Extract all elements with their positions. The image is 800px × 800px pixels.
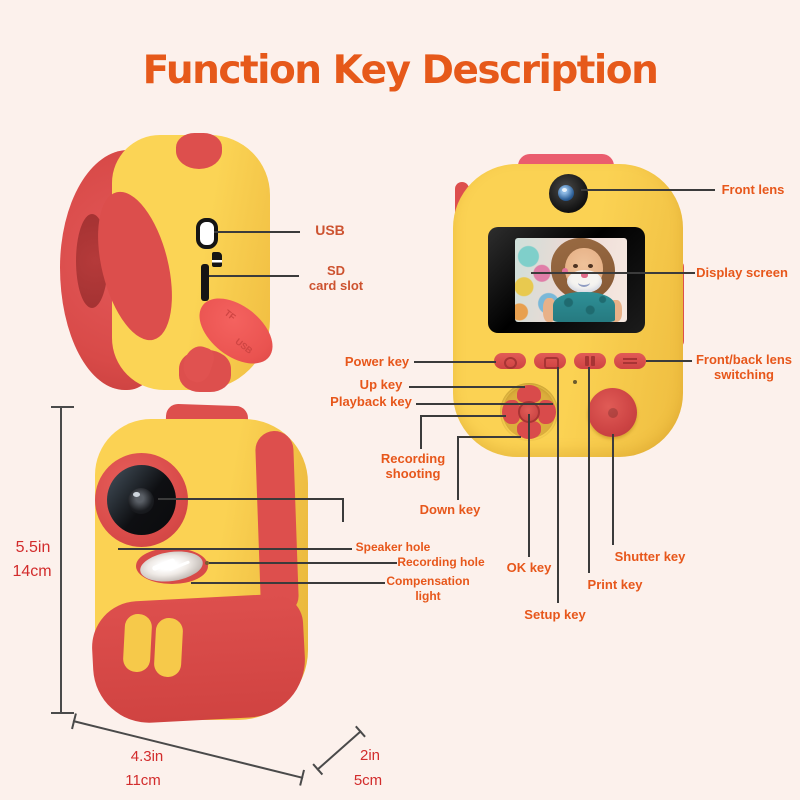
kid-eye-left — [573, 264, 578, 268]
width-label-cm: 11cm — [125, 772, 161, 789]
sd-leader-line — [209, 275, 299, 277]
compensation-light-line1: Compensation — [386, 574, 470, 588]
speaker-leader-line — [118, 548, 352, 550]
front-lens — [549, 174, 588, 213]
dpad-right-button — [538, 400, 556, 424]
power-icon — [504, 357, 517, 369]
kid-nose — [581, 272, 588, 278]
side-camera-top-patch — [176, 133, 222, 169]
main-lens-glint — [133, 492, 140, 497]
depth-label-cm: 5cm — [353, 772, 383, 789]
lens-switch-leader-line — [646, 360, 692, 362]
playback-key-label: Playback key — [330, 394, 412, 409]
recording-hole-label: Recording hole — [397, 555, 485, 569]
playback-leader-line — [416, 403, 553, 405]
shutter-button-dot — [608, 408, 618, 418]
usb-port — [196, 218, 218, 249]
recording-shooting-line1: Recording — [380, 451, 446, 466]
up-leader-line — [409, 386, 525, 388]
front-back-switch-line2: switching — [714, 367, 774, 382]
speaker-hole-label: Speaker hole — [355, 540, 431, 554]
display-leader-line — [531, 272, 695, 274]
display-screen-label: Display screen — [696, 265, 788, 280]
print-leader-line — [588, 367, 590, 573]
front-lens-iris — [558, 185, 574, 201]
kid-arm-left — [543, 298, 556, 322]
shutter-key-label: Shutter key — [614, 549, 686, 564]
front-lens-leader-line — [581, 189, 715, 191]
compensation-light-label: Compensation light — [386, 574, 469, 604]
height-label-cm: 14cm — [12, 563, 52, 580]
sd-label-line2: card slot — [308, 278, 364, 293]
width-label-inches: 4.3in — [130, 748, 164, 765]
mic-hole — [573, 380, 577, 384]
sd-card-slot — [201, 264, 209, 301]
display-screen — [515, 238, 627, 322]
playback-icon — [585, 356, 589, 366]
recording-shooting-line2: shooting — [385, 466, 441, 481]
power-button — [494, 353, 526, 369]
power-key-label: Power key — [344, 354, 410, 369]
dpad-up-button — [517, 385, 541, 403]
front-back-switch-line1: Front/back lens — [695, 352, 793, 367]
main-lens-pupil — [128, 488, 154, 514]
shutter-button — [588, 388, 637, 437]
film-slot-right — [153, 617, 184, 678]
down-key-label: Down key — [419, 502, 481, 517]
front-back-switch-label: Front/back lens switching — [696, 352, 792, 382]
playback-button — [574, 353, 606, 369]
recording-shooting-label: Recording shooting — [381, 451, 445, 481]
front-lens-glint — [562, 188, 567, 192]
dpad-left-button — [502, 400, 520, 424]
light-glint — [151, 557, 176, 572]
lens-pointer-line-h — [158, 498, 344, 500]
setup-leader-line — [557, 367, 559, 603]
recording-leader-line-v — [420, 415, 422, 449]
camera-icon — [544, 357, 559, 369]
depth-label-inches: 2in — [359, 747, 381, 764]
kid-shirt — [553, 292, 615, 322]
ok-leader-line — [528, 414, 530, 557]
usb-label: USB — [315, 222, 345, 238]
front-lens-label: Front lens — [721, 182, 785, 197]
usb-leader-line — [214, 231, 300, 233]
kid-mouth — [578, 278, 590, 287]
recording-hole-dot — [205, 561, 209, 565]
lens-pointer-line-v — [342, 498, 344, 522]
sd-card-slot-label: SD card slot — [309, 263, 363, 293]
sd-card-icon — [212, 252, 222, 267]
down-leader-line-h — [458, 436, 521, 438]
film-slot-left — [122, 613, 153, 673]
lens-switch-icon — [623, 358, 637, 360]
down-leader-line-v — [457, 436, 459, 500]
compensation-leader-line — [191, 582, 385, 584]
lens-switch-button — [614, 353, 646, 369]
kid-heart — [562, 268, 568, 274]
main-lens-glass — [107, 465, 176, 535]
kid-eye-right — [588, 264, 593, 268]
up-key-label: Up key — [359, 377, 403, 392]
height-dimension-line — [60, 407, 62, 713]
recording-leader-line-h — [421, 415, 506, 417]
power-leader-line — [414, 361, 496, 363]
ok-key-label: OK key — [506, 560, 552, 575]
sd-label-line1: SD — [326, 263, 346, 278]
height-dimension-cap-bottom — [51, 712, 74, 714]
height-label-inches: 5.5in — [15, 539, 51, 556]
flap-tf-text: TF — [222, 307, 238, 323]
compensation-light-line2: light — [415, 589, 441, 603]
setup-key-label: Setup key — [524, 607, 586, 622]
shutter-leader-line — [612, 434, 614, 545]
print-key-label: Print key — [587, 577, 643, 592]
camera-mode-button — [534, 353, 566, 369]
front-camera-right-stripe — [254, 430, 300, 616]
page-title: Function Key Description — [142, 48, 659, 93]
flap-usb-text: USB — [233, 336, 255, 356]
recording-hole-leader-line — [209, 562, 397, 564]
height-dimension-cap-top — [51, 406, 74, 408]
